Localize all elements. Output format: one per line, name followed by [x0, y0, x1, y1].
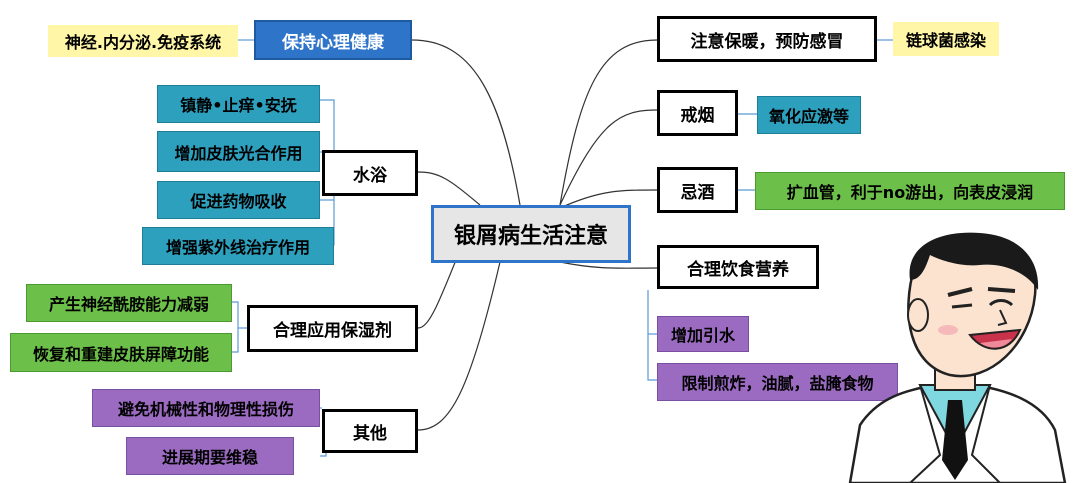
diet-item-2: 限制煎炸，油腻，盐腌食物 — [657, 363, 898, 401]
moisturizer-item-1: 产生神经酰胺能力减弱 — [26, 284, 232, 322]
bath-node[interactable]: 水浴 — [322, 150, 418, 196]
other-node[interactable]: 其他 — [322, 409, 418, 453]
bath-item-3: 促进药物吸收 — [157, 181, 320, 219]
warm-note: 链球菌感染 — [893, 22, 999, 56]
mental-health-node[interactable]: 保持心理健康 — [254, 20, 412, 60]
other-item-2: 进展期要维稳 — [126, 437, 294, 475]
smoke-node[interactable]: 戒烟 — [657, 90, 738, 136]
bath-item-1: 镇静•止痒•安抚 — [157, 85, 320, 123]
moisturizer-node[interactable]: 合理应用保湿剂 — [247, 305, 418, 352]
bath-item-4: 增强紫外线治疗作用 — [142, 227, 334, 265]
moisturizer-item-2: 恢复和重建皮肤屏障功能 — [10, 333, 232, 372]
smoke-note: 氧化应激等 — [757, 96, 861, 134]
diet-item-1: 增加引水 — [657, 316, 749, 352]
warm-node[interactable]: 注意保暖，预防感冒 — [657, 16, 877, 62]
mental-note: 神经.内分泌.免疫系统 — [48, 25, 238, 57]
bath-item-2: 增加皮肤光合作用 — [157, 131, 320, 172]
diet-node[interactable]: 合理饮食营养 — [657, 245, 819, 289]
center-topic[interactable]: 银屑病生活注意 — [431, 205, 631, 263]
alcohol-node[interactable]: 忌酒 — [657, 167, 738, 213]
doctor-illustration — [848, 232, 1067, 483]
other-item-1: 避免机械性和物理性损伤 — [92, 389, 320, 427]
alcohol-note: 扩血管，利于no游出，向表皮浸润 — [755, 172, 1065, 210]
